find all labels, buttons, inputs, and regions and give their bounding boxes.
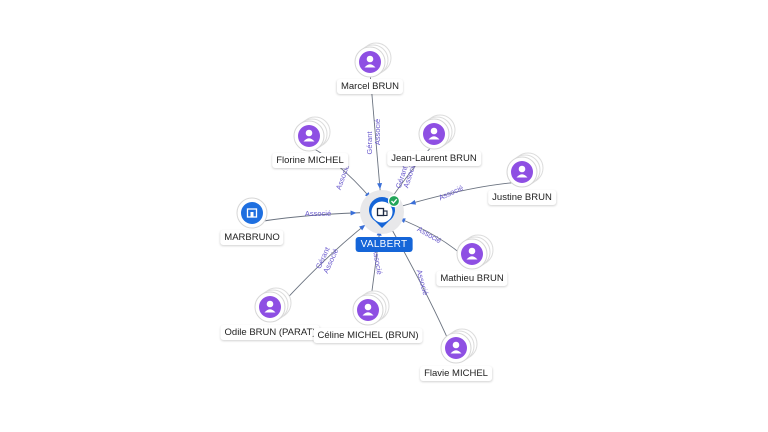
node-florine[interactable] xyxy=(293,116,331,152)
edge-label: Associé xyxy=(416,224,443,245)
node-label-marbruno[interactable]: MARBRUNO xyxy=(220,230,284,245)
center-node[interactable] xyxy=(360,190,404,234)
node-jeanlaurent[interactable] xyxy=(418,114,456,150)
node-label-jeanlaurent[interactable]: Jean-Laurent BRUN xyxy=(387,151,481,166)
node-justine[interactable] xyxy=(506,152,544,188)
edge-arrow-icon xyxy=(409,199,417,205)
node-label-justine[interactable]: Justine BRUN xyxy=(488,190,556,205)
node-celine[interactable] xyxy=(352,290,390,326)
edge-arrow-icon xyxy=(350,210,357,216)
node-label-celine[interactable]: Céline MICHEL (BRUN) xyxy=(313,328,423,343)
edge-label: Associé xyxy=(415,269,430,297)
edge-label: Gérant xyxy=(365,131,374,155)
edge-label: Associé xyxy=(437,183,465,202)
check-icon xyxy=(387,194,401,208)
node-label-florine[interactable]: Florine MICHEL xyxy=(272,153,348,168)
node-label-mathieu[interactable]: Mathieu BRUN xyxy=(436,271,508,286)
edge-label: Associé xyxy=(305,209,331,218)
node-mathieu[interactable] xyxy=(456,234,494,270)
node-odile[interactable] xyxy=(254,287,292,323)
node-label-marcel[interactable]: Marcel BRUN xyxy=(336,79,404,94)
building-icon xyxy=(371,201,393,223)
node-label-odile[interactable]: Odile BRUN (PARAT) xyxy=(220,325,320,340)
node-flavie[interactable] xyxy=(440,328,478,364)
edge-arrow-icon xyxy=(359,224,366,231)
edge-arrow-icon xyxy=(377,183,383,190)
node-label-flavie[interactable]: Flavie MICHEL xyxy=(420,366,492,381)
edge-label: Associé xyxy=(373,119,382,145)
node-marbruno[interactable] xyxy=(236,197,268,229)
edge-label: Associé xyxy=(371,248,384,275)
center-node-label[interactable]: VALBERT xyxy=(355,237,413,252)
graph-nodes xyxy=(236,42,544,364)
node-marcel[interactable] xyxy=(354,42,392,78)
